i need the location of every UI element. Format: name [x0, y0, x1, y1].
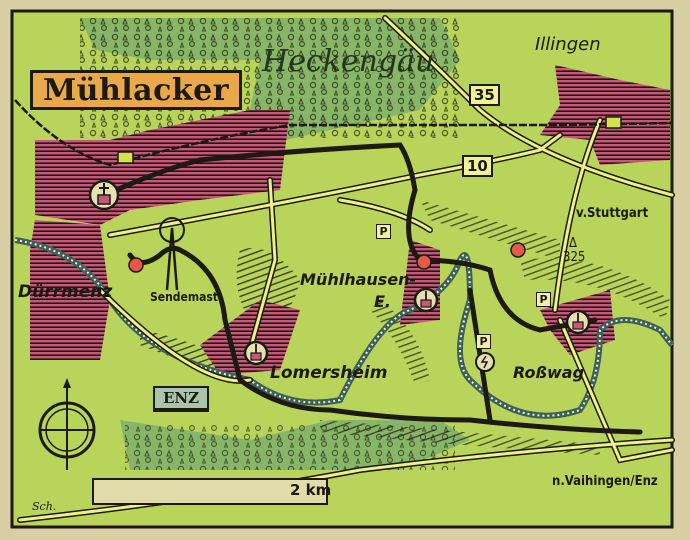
region-label-heckengaeu: Heckengäu [262, 44, 435, 79]
direction-label-vaihingen: n.Vaihingen/Enz [552, 474, 658, 489]
route-shield-35: 35 [469, 84, 500, 106]
place-label-duerrmenz: Dürrmenz [18, 282, 113, 302]
town-loemersheim [200, 300, 300, 375]
church-icon-muehlacker [88, 179, 120, 211]
parking-icon: P [536, 292, 551, 307]
elevation-value: 325 [563, 250, 586, 265]
parking-icon: P [376, 224, 391, 239]
church-icon-loemersheim [243, 340, 269, 366]
church-icon-muehlhausen [413, 287, 439, 313]
place-label-loemersheim: Lomersheim [270, 363, 388, 383]
place-label-rosswag: Roßwag [513, 363, 585, 382]
compass-icon [38, 378, 96, 470]
church-icon-rosswag [565, 309, 591, 335]
place-label-muehlhausen: Mühlhausen- [300, 270, 417, 289]
town-duerrmenz [30, 220, 110, 360]
cartographer-signature: Sch. [32, 500, 57, 513]
place-label-sendemast: Sendemast [150, 290, 218, 304]
castle-icon-duerrmenz [128, 257, 144, 273]
direction-label-stuttgart: v.Stuttgart [576, 206, 649, 221]
scale-box [92, 478, 328, 505]
parking-icon: P [476, 334, 491, 349]
castle-icon-east [510, 242, 526, 258]
radio-mast-icon [159, 217, 185, 291]
town-illingen [540, 65, 670, 165]
elevation-triangle-icon: Δ [569, 236, 577, 251]
route-shield-10: 10 [462, 155, 493, 177]
railway-station-icon-illingen [605, 116, 622, 129]
river-label-enz: ENZ [153, 386, 209, 412]
power-station-icon [475, 352, 495, 372]
place-label-muehlhausen-suffix: E. [374, 292, 392, 311]
place-label-illingen: Illingen [535, 34, 601, 55]
railway-station-icon [117, 151, 134, 164]
scale-label: 2 km [290, 481, 332, 499]
castle-icon-muehlhausen [416, 254, 432, 270]
map-title: Mühlacker [30, 70, 242, 110]
